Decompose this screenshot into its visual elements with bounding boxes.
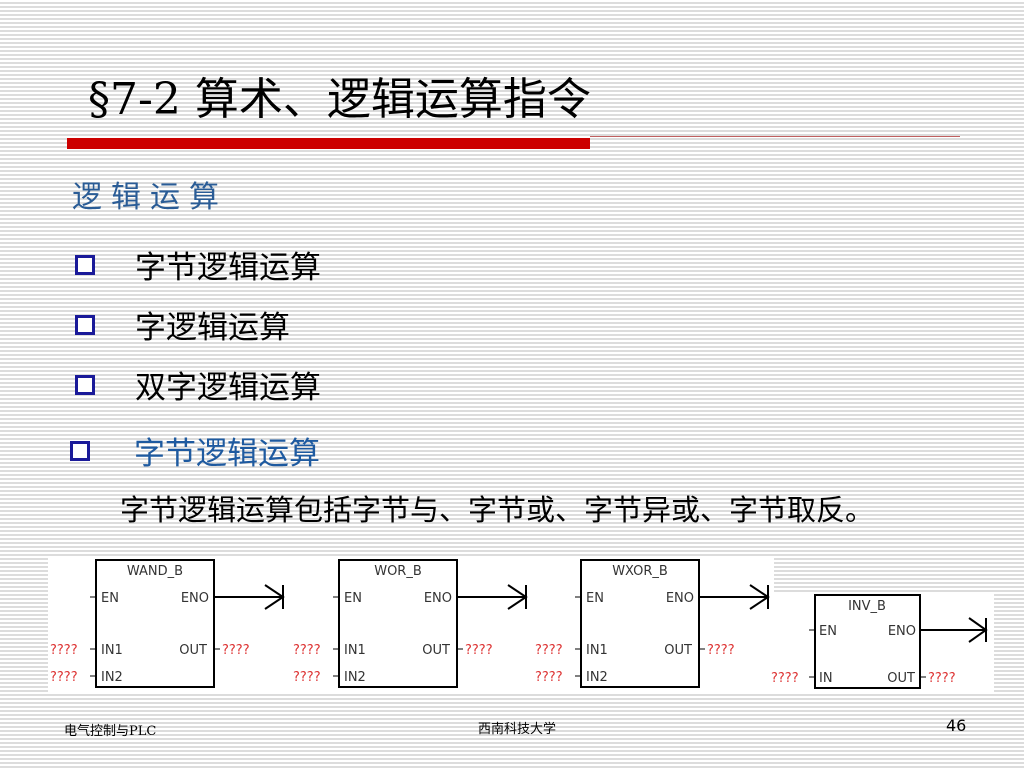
bullet-text: 字节逻辑运算: [135, 250, 321, 286]
pin-out: OUT: [422, 643, 450, 658]
unknown-operand: ????: [293, 670, 321, 685]
function-block-wor-b: WOR_B EN ENO ???? IN1 OUT ???? ???? IN2: [293, 559, 528, 688]
slide-title: §7-2 算术、逻辑运算指令: [88, 74, 591, 125]
pin-out: OUT: [887, 671, 915, 686]
unknown-operand: ????: [535, 643, 563, 658]
pin-in1: IN1: [344, 643, 366, 658]
footer-university: 西南科技大学: [478, 722, 557, 737]
pin-en: EN: [586, 591, 604, 606]
unknown-operand: ????: [222, 643, 250, 658]
unknown-operand: ????: [707, 643, 735, 658]
square-bullet-icon: [75, 314, 95, 335]
pin-en: EN: [819, 624, 837, 639]
bullet-text: 双字逻辑运算: [135, 370, 321, 406]
unknown-operand: ????: [771, 671, 799, 686]
unknown-operand: ????: [535, 670, 563, 685]
square-bullet-icon: [75, 374, 95, 395]
pin-eno: ENO: [666, 591, 694, 606]
page-number: 46: [946, 716, 967, 735]
pin-en: EN: [101, 591, 119, 606]
pin-in: IN: [819, 671, 833, 686]
pin-eno: ENO: [424, 591, 452, 606]
bullet-text: 字节逻辑运算: [134, 436, 320, 472]
unknown-operand: ????: [465, 643, 493, 658]
pin-in1: IN1: [586, 643, 608, 658]
unknown-operand: ????: [50, 670, 78, 685]
unknown-operand: ????: [293, 643, 321, 658]
square-bullet-icon: [70, 440, 90, 461]
pin-in2: IN2: [586, 670, 608, 685]
bullet-item: 字节逻辑运算: [75, 242, 321, 287]
block-name: WOR_B: [374, 564, 422, 579]
block-name: INV_B: [848, 599, 886, 614]
title-underline: [67, 138, 590, 149]
block-name: WXOR_B: [612, 564, 668, 579]
bullet-text: 字逻辑运算: [135, 310, 290, 346]
footer-course-name: 电气控制与PLC: [64, 724, 157, 739]
function-block-wxor-b: WXOR_B EN ENO ???? IN1 OUT ???? ???? IN2: [535, 559, 770, 688]
section-heading: 逻辑运算: [72, 180, 228, 215]
function-block-inv-b: INV_B EN ENO ???? IN OUT ????: [771, 594, 988, 689]
block-name: WAND_B: [127, 564, 183, 579]
pin-eno: ENO: [888, 624, 916, 639]
pin-out: OUT: [664, 643, 692, 658]
bullet-item: 字逻辑运算: [75, 302, 290, 347]
pin-out: OUT: [179, 643, 207, 658]
unknown-operand: ????: [928, 671, 956, 686]
square-bullet-icon: [75, 254, 95, 275]
description-text: 字节逻辑运算包括字节与、字节或、字节异或、字节取反。: [120, 493, 875, 527]
pin-in2: IN2: [344, 670, 366, 685]
unknown-operand: ????: [50, 643, 78, 658]
pin-in1: IN1: [101, 643, 123, 658]
bullet-item: 双字逻辑运算: [75, 362, 321, 407]
bullet-item-highlight: 字节逻辑运算: [70, 428, 320, 473]
title-underline-thin: [590, 136, 960, 137]
pin-en: EN: [344, 591, 362, 606]
function-block-wand-b: WAND_B EN ENO ???? IN1 OUT ???? ???? IN2: [50, 559, 285, 688]
pin-eno: ENO: [181, 591, 209, 606]
pin-in2: IN2: [101, 670, 123, 685]
